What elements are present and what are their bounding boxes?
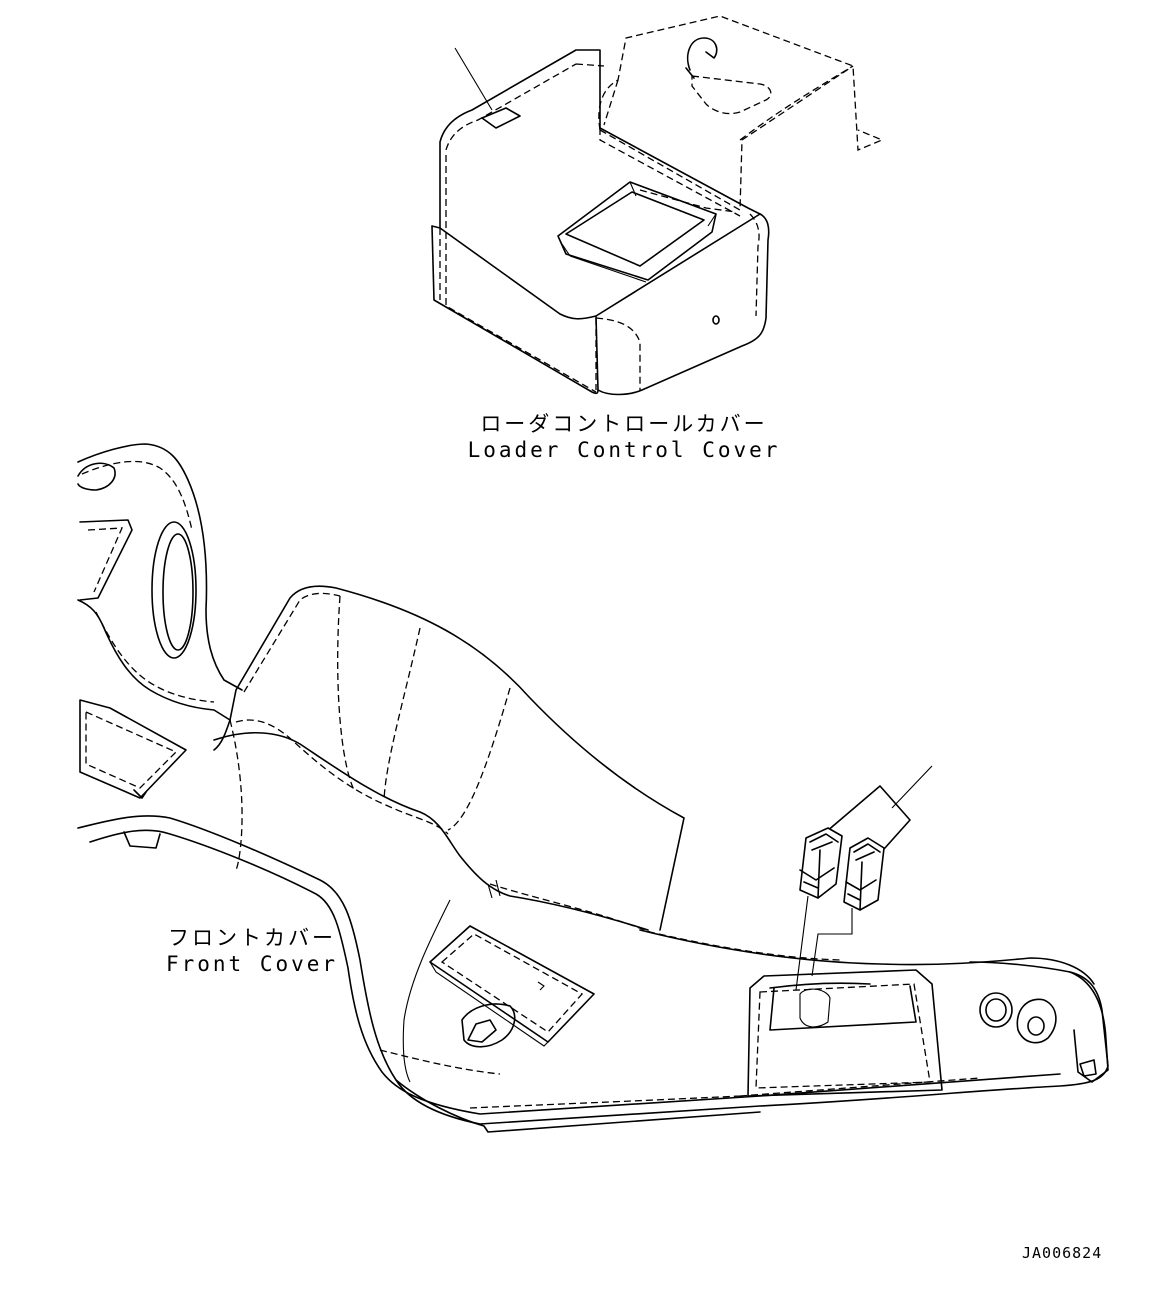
cover-right-edge bbox=[595, 213, 760, 390]
upper-left-recess bbox=[79, 519, 133, 601]
connector-callout-bracket bbox=[825, 785, 911, 859]
tunnel-ridge bbox=[213, 731, 649, 931]
center-recess-mark bbox=[537, 981, 545, 991]
loader-control-cover bbox=[431, 15, 884, 396]
front-cover-label-en: Front Cover bbox=[165, 952, 339, 976]
cover-window-lip bbox=[561, 181, 717, 283]
drawing-code: JA006824 bbox=[1022, 1244, 1103, 1262]
connectors bbox=[795, 765, 933, 991]
round-switch-outer bbox=[979, 992, 1013, 1028]
cover-top-edge bbox=[445, 63, 741, 228]
console-deck-inner bbox=[89, 829, 1061, 1115]
cover-slot bbox=[691, 75, 772, 115]
socket-recess-floor bbox=[769, 982, 917, 1031]
cover-right-face bbox=[597, 213, 770, 396]
lower-left-recess-tab bbox=[133, 789, 147, 799]
lower-left-recess bbox=[79, 699, 187, 799]
speaker-ring-outer bbox=[151, 521, 197, 659]
front-cover bbox=[77, 443, 1109, 1133]
console-deck-front-slope bbox=[402, 899, 451, 1083]
front-left-cup-holder bbox=[461, 1003, 516, 1048]
tunnel-edge-left bbox=[235, 592, 449, 835]
end-cap-bolt bbox=[1079, 1059, 1097, 1077]
speaker-ring-inner bbox=[162, 533, 194, 651]
cover-window-inner bbox=[565, 191, 705, 267]
right-connector bbox=[843, 837, 885, 911]
cover-window-shadow bbox=[639, 189, 737, 213]
socket-recess bbox=[747, 969, 943, 1097]
connector-leader-line bbox=[891, 765, 933, 809]
console-upper-left-inner bbox=[77, 599, 231, 751]
loader-cover-label-jp: ローダコントロールカバー bbox=[480, 412, 768, 436]
right-cup-holder bbox=[1016, 998, 1057, 1044]
loader-cover-label-en: Loader Control Cover bbox=[467, 438, 781, 462]
console-deck-front-lip bbox=[395, 1079, 761, 1133]
cup-holder-top-left bbox=[77, 462, 116, 491]
cover-top-face bbox=[439, 49, 761, 320]
tunnel-base-dash bbox=[489, 883, 841, 961]
left-connector bbox=[799, 827, 843, 899]
front-cover-label-jp: フロントカバー bbox=[168, 926, 336, 950]
socket-recess-dash bbox=[755, 983, 931, 1089]
cover-label-plate bbox=[481, 107, 521, 129]
cover-leader-line bbox=[454, 47, 493, 111]
left-connector-face bbox=[799, 833, 839, 899]
cover-hook bbox=[685, 37, 718, 79]
end-cap bbox=[1069, 971, 1109, 1083]
cover-back-plate bbox=[598, 15, 884, 212]
tunnel-seams bbox=[229, 595, 511, 871]
console-deck-dash bbox=[379, 1049, 981, 1109]
front-left-cup-holder-inner bbox=[467, 1019, 497, 1043]
cover-left-edge bbox=[439, 228, 597, 393]
center-recess bbox=[429, 925, 595, 1043]
upper-left-recess-dash bbox=[87, 527, 124, 593]
cover-left-face bbox=[431, 225, 599, 395]
lower-left-recess-dash bbox=[85, 710, 178, 789]
cover-screw-hole bbox=[712, 315, 720, 325]
socket-hole bbox=[799, 988, 831, 1028]
console-upper-left-dash bbox=[81, 460, 215, 703]
cover-back-plate-bend bbox=[603, 65, 854, 141]
round-switch-inner bbox=[985, 998, 1007, 1022]
console-deck-rear-edge bbox=[639, 929, 1095, 985]
connector-wire-right bbox=[811, 908, 853, 977]
console-deck-outline bbox=[77, 815, 1109, 1125]
console-upper-left-outline bbox=[77, 443, 243, 691]
right-cup-holder-inner bbox=[1027, 1016, 1045, 1036]
tunnel-outline bbox=[229, 585, 685, 931]
right-connector-face bbox=[845, 843, 881, 911]
connector-wire-left bbox=[795, 895, 809, 991]
tunnel-notch bbox=[487, 879, 501, 899]
left-bracket bbox=[123, 831, 161, 849]
center-recess-lip bbox=[429, 961, 549, 1047]
